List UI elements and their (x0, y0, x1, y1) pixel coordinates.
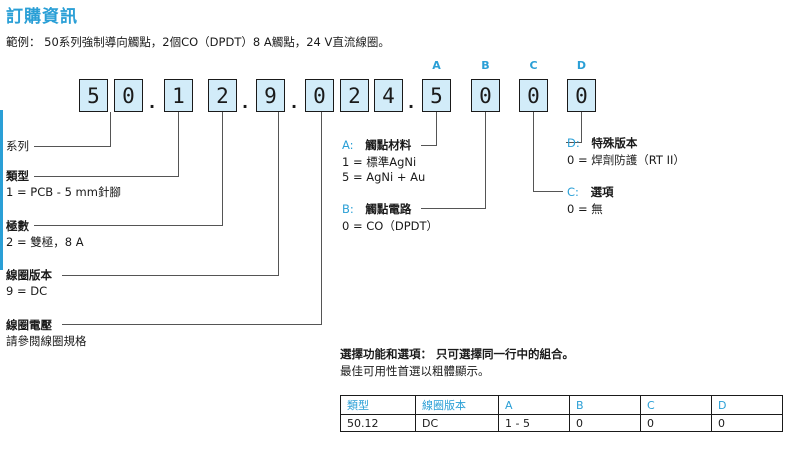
code-box-option-a: 5 (422, 79, 451, 112)
table-header-row: 類型 線圈版本 A B C D (340, 395, 783, 415)
code-box-type: 1 (164, 79, 193, 112)
label-option-c-line1: 0 = 無 (567, 202, 603, 216)
connector-line (533, 112, 534, 192)
connector-line (222, 112, 223, 226)
code-box-series-2: 0 (114, 79, 143, 112)
label-option-d: D: 特殊版本 (567, 136, 638, 150)
code-box-series-1: 5 (79, 79, 108, 112)
table-header: B (569, 395, 641, 415)
code-box-voltage-3: 4 (374, 79, 403, 112)
connector-line (566, 142, 582, 143)
label-coil-voltage-desc: 請參閱線圈規格 (6, 334, 87, 348)
table-header: 線圈版本 (415, 395, 499, 415)
connector-line (421, 208, 486, 209)
table-cell: 0 (569, 414, 641, 432)
table-header: 類型 (340, 395, 416, 415)
code-separator: . (291, 93, 298, 112)
connector-line (178, 112, 179, 177)
table-header: C (640, 395, 712, 415)
label-option-a-line1: 1 = 標準AgNi (342, 155, 417, 169)
code-box-voltage-2: 2 (340, 79, 369, 112)
table-cell: 50.12 (340, 414, 416, 432)
label-option-b: B: 觸點電路 (342, 202, 412, 216)
label-type-title: 類型 (6, 169, 29, 183)
code-box-voltage-1: 0 (305, 79, 334, 112)
label-option-b-line1: 0 = CO（DPDT） (342, 219, 439, 233)
code-box-poles: 2 (208, 79, 237, 112)
connector-line (278, 112, 279, 276)
table-row: 50.12 DC 1 - 5 0 0 0 (340, 414, 783, 432)
label-poles-title: 極數 (6, 219, 29, 233)
label-coil-voltage-title: 線圈電壓 (6, 318, 52, 332)
left-accent-bar (0, 110, 3, 270)
connector-line (321, 112, 322, 325)
table-header: D (711, 395, 783, 415)
label-coil-version-title: 線圈版本 (6, 268, 52, 282)
connector-line (421, 145, 437, 146)
code-separator: . (149, 93, 156, 112)
code-separator: . (408, 93, 415, 112)
label-type-desc: 1 = PCB - 5 mm針腳 (6, 185, 121, 199)
selection-heading: 選擇功能和選項： 只可選擇同一行中的組合。 (340, 347, 575, 361)
option-letter-a: A (432, 59, 441, 72)
connector-line (533, 191, 563, 192)
connector-line (436, 112, 437, 146)
table-cell: 0 (640, 414, 712, 432)
code-box-coil-version: 9 (256, 79, 285, 112)
connector-line (581, 112, 582, 143)
connector-line (34, 176, 179, 177)
code-box-option-d: 0 (567, 79, 596, 112)
code-box-option-c: 0 (519, 79, 548, 112)
connector-line (62, 324, 322, 325)
code-box-option-b: 0 (471, 79, 500, 112)
selection-note: 最佳可用性首選以粗體顯示。 (340, 364, 490, 378)
option-letter-c: C (529, 59, 538, 72)
label-coil-version-desc: 9 = DC (6, 284, 48, 298)
label-option-d-line1: 0 = 焊劑防護（RT II） (567, 153, 685, 167)
table-cell: 0 (711, 414, 783, 432)
connector-line (110, 112, 111, 147)
label-poles-desc: 2 = 雙極，8 A (6, 235, 84, 249)
table-cell: 1 - 5 (498, 414, 570, 432)
selection-table: 類型 線圈版本 A B C D 50.12 DC 1 - 5 0 0 0 (340, 395, 783, 432)
label-option-a: A: 觸點材料 (342, 138, 412, 152)
example-description: 範例： 50系列強制導向觸點，2個CO（DPDT）8 A觸點，24 V直流線圈。 (6, 35, 390, 49)
label-option-a-line2: 5 = AgNi + Au (342, 170, 426, 184)
label-option-c: C: 選項 (567, 185, 614, 199)
table-cell: DC (415, 414, 499, 432)
code-separator: . (242, 93, 249, 112)
connector-line (34, 225, 223, 226)
page-title: 訂購資訊 (6, 7, 78, 27)
connector-line (62, 275, 279, 276)
connector-line (485, 112, 486, 209)
label-series: 系列 (6, 139, 29, 153)
option-letter-d: D (576, 59, 587, 72)
option-letter-b: B (481, 59, 490, 72)
table-header: A (498, 395, 570, 415)
connector-line (34, 146, 111, 147)
